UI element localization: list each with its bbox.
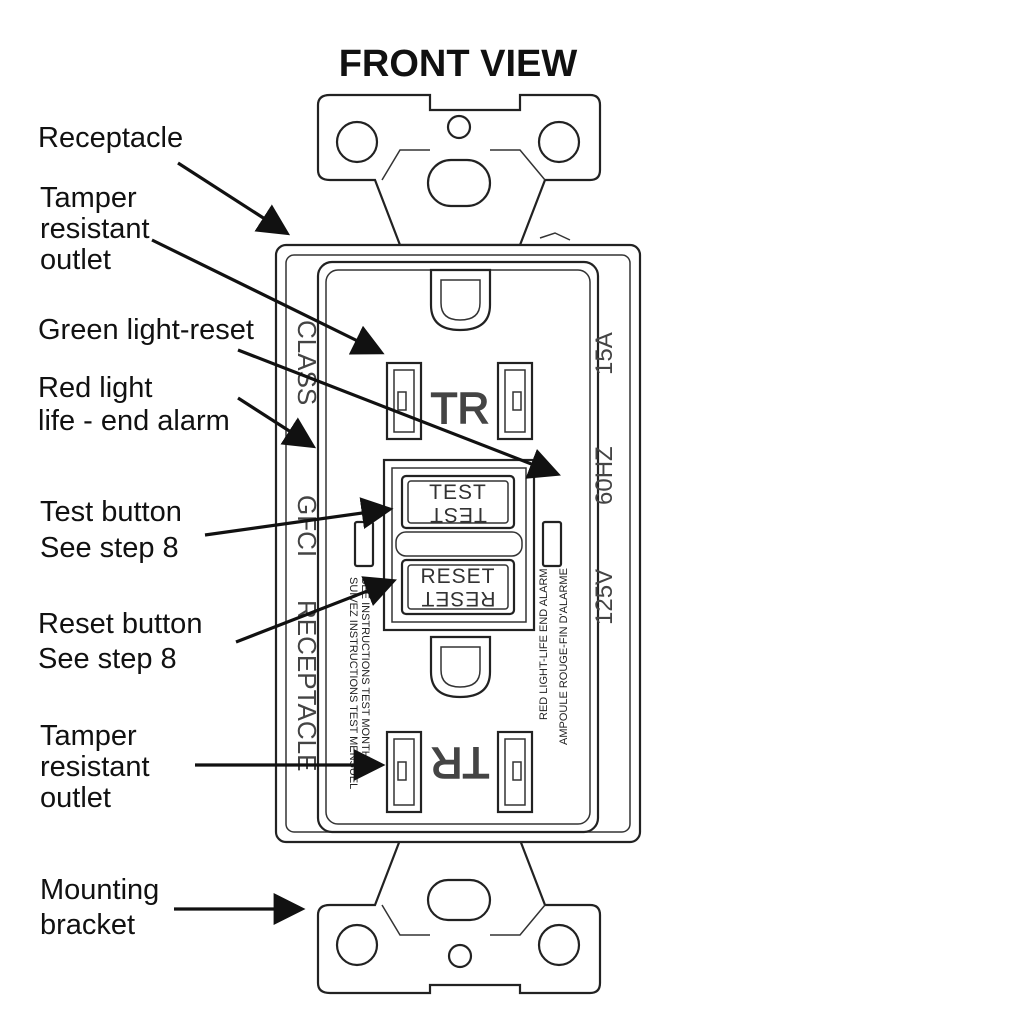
- arrow-receptacle: [177, 161, 291, 236]
- test-label: TEST: [429, 481, 487, 504]
- diagram-title: FRONT VIEW: [339, 43, 578, 85]
- label-red-light-1: Red light: [38, 372, 152, 404]
- bottom-outlet: TR: [385, 635, 534, 814]
- bottom-ground-slot: [429, 635, 492, 699]
- fine-print-right-1: RED LIGHT-LIFE END ALARM: [538, 568, 550, 720]
- reset-button[interactable]: RESET RESET: [400, 558, 516, 616]
- arrow-test-button: [204, 497, 394, 537]
- label-tamper-bottom-2: resistant: [40, 751, 150, 783]
- label-mounting-bracket-2: bracket: [40, 909, 135, 941]
- label-mounting-bracket-1: Mounting: [40, 874, 159, 906]
- top-neutral-slot: [385, 361, 423, 441]
- top-ground-slot: [429, 268, 492, 332]
- receptacle-text: RECEPTACLE: [292, 600, 322, 771]
- arrow-red-light: [237, 396, 317, 449]
- gfci-text: GFCI: [292, 495, 322, 557]
- test-label-inverted: TEST: [429, 503, 487, 526]
- label-red-light-2: life - end alarm: [38, 405, 230, 437]
- bottom-tr-mark: TR: [431, 738, 490, 787]
- label-reset-button-2: See step 8: [38, 643, 177, 675]
- bottom-neutral-slot: [385, 730, 423, 814]
- fine-print-left-1: SEE INSTRUCTIONS TEST MONTHLY: [359, 577, 371, 772]
- top-tr-mark: TR: [431, 384, 490, 433]
- reset-label: RESET: [420, 565, 495, 588]
- label-test-button-2: See step 8: [40, 532, 179, 564]
- label-tamper-top-3: outlet: [40, 244, 111, 276]
- label-test-button-1: Test button: [40, 496, 182, 528]
- class-text: CLASS: [292, 320, 322, 405]
- frequency-text: 60HZ: [591, 446, 618, 505]
- fine-print-right-2: AMPOULE ROUGE-FIN D'ALARME: [558, 568, 570, 745]
- arrow-tamper-top: [151, 238, 385, 355]
- test-button[interactable]: TEST TEST: [400, 474, 516, 530]
- arrow-reset-button: [235, 576, 397, 644]
- amp-rating-text: 15A: [591, 332, 618, 375]
- bottom-hot-slot: [496, 730, 534, 814]
- label-tamper-top-1: Tamper: [40, 182, 137, 214]
- label-tamper-bottom-1: Tamper: [40, 720, 137, 752]
- label-green-light: Green light-reset: [38, 314, 254, 346]
- label-tamper-top-2: resistant: [40, 213, 150, 245]
- red-light-indicator: [541, 520, 563, 568]
- bottom-mounting-bracket: [316, 838, 602, 995]
- gfci-device: CLASS GFCI RECEPTACLE 15A 60HZ 125V TR: [274, 93, 642, 995]
- label-receptacle: Receptacle: [38, 122, 183, 154]
- voltage-text: 125V: [591, 569, 618, 625]
- label-tamper-bottom-3: outlet: [40, 782, 111, 814]
- top-outlet: TR: [385, 268, 534, 441]
- label-reset-button-1: Reset button: [38, 608, 202, 640]
- arrow-green-light: [237, 348, 561, 479]
- reset-label-inverted: RESET: [420, 587, 495, 610]
- fine-print-left-2: SUIVEZ INSTRUCTIONS TEST MENSUEL: [347, 577, 359, 789]
- top-hot-slot: [496, 361, 534, 441]
- button-module: TEST TEST RESET RESET: [382, 458, 536, 632]
- top-mounting-bracket: [316, 93, 602, 247]
